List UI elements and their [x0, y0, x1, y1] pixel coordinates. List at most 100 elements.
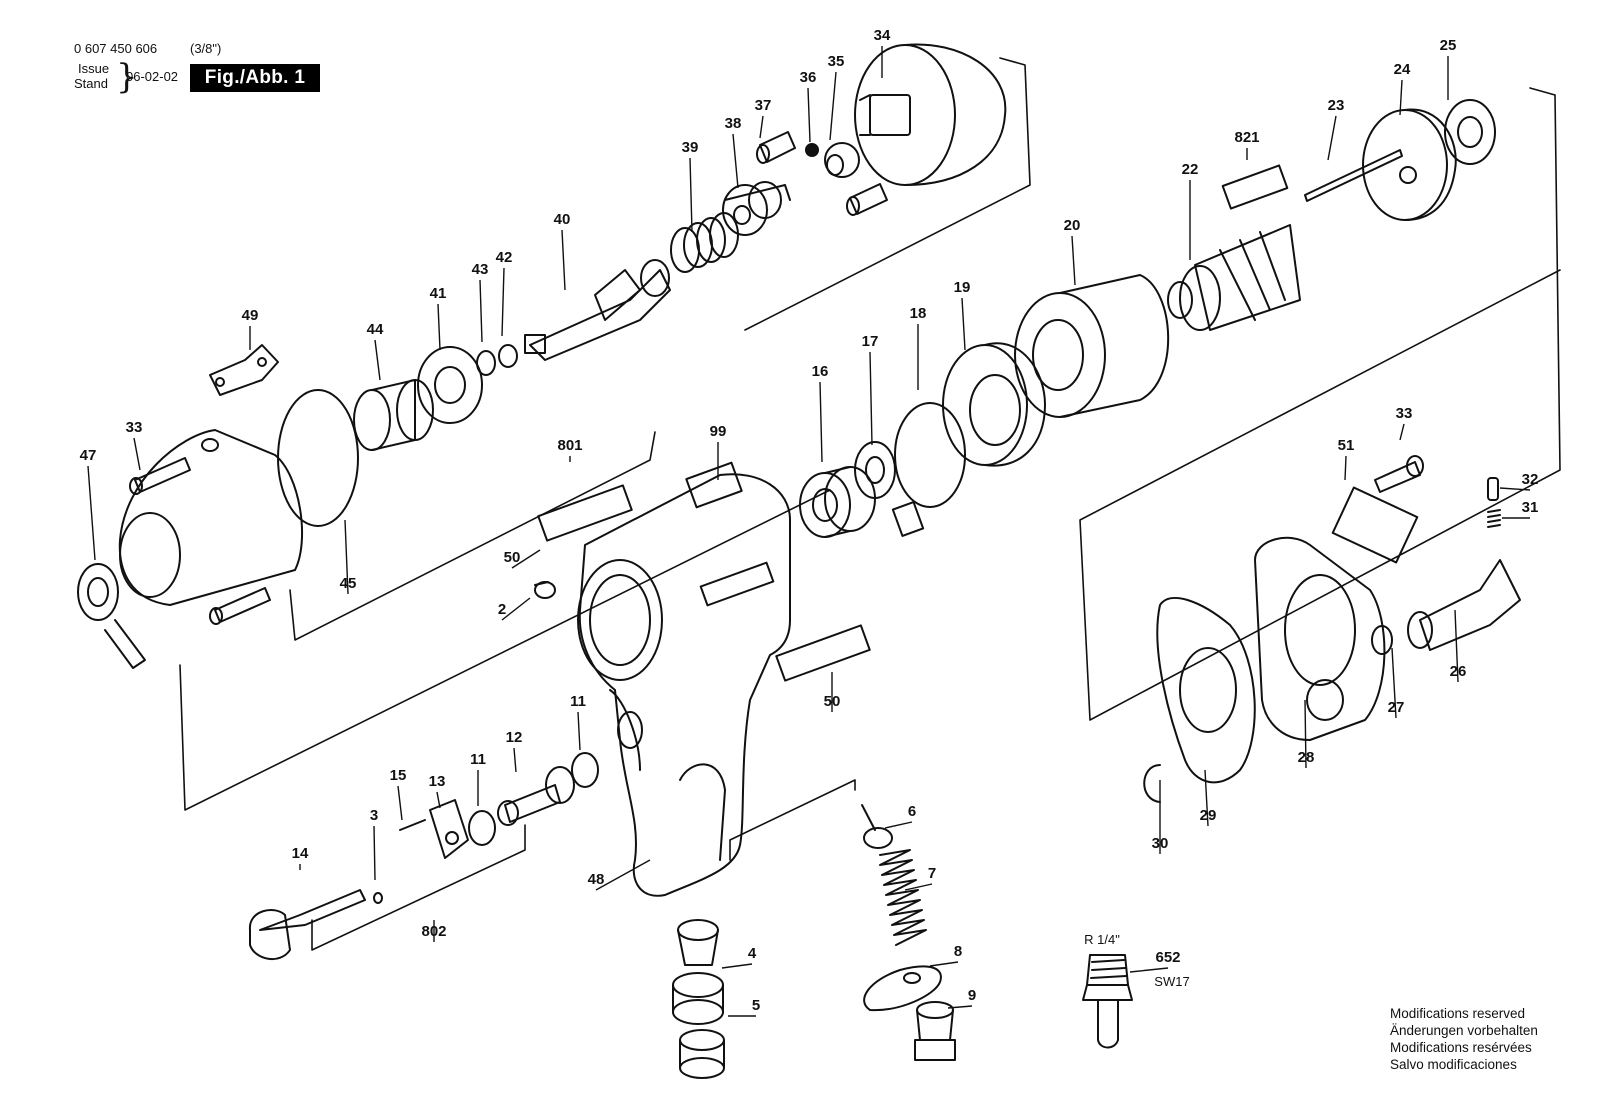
- leader-line: [87, 465, 96, 561]
- part-number: 0 607 450 606: [74, 41, 158, 56]
- callout-number: 40: [554, 211, 571, 228]
- part-48-housing: [577, 473, 791, 897]
- callout-number: 51: [1338, 437, 1355, 454]
- callout-26: 26: [1450, 609, 1466, 683]
- leader-line: [929, 961, 959, 967]
- callout-number: 8: [954, 943, 962, 960]
- callout-801: 801: [557, 437, 583, 462]
- callout-number: 11: [570, 693, 586, 710]
- size-spec: (3/8"): [190, 41, 222, 56]
- connector-wrench-label: SW17: [1154, 974, 1189, 989]
- callout-number: 801: [557, 437, 582, 454]
- callout-number: 9: [968, 987, 976, 1004]
- callout-number: 4: [748, 945, 757, 962]
- part-42-ring: [498, 344, 518, 368]
- callout-48: 48: [588, 859, 651, 891]
- leader-line: [1391, 647, 1397, 719]
- leader-line: [133, 437, 141, 471]
- callout-number: 2: [498, 601, 506, 618]
- part-19-rear-plate: [942, 342, 1046, 467]
- callout-51: 51: [1338, 437, 1355, 481]
- leader-line: [869, 351, 873, 446]
- callout-821: 821: [1234, 129, 1260, 160]
- callout-24: 24: [1394, 61, 1411, 116]
- notice-line-en: Modifications reserved: [1390, 1006, 1526, 1021]
- callout-number: 34: [874, 27, 891, 44]
- callout-18: 18: [910, 305, 926, 390]
- leader-line: [1071, 235, 1076, 286]
- part-20-cylinder: [1014, 274, 1170, 418]
- callout-11: 11: [570, 693, 586, 751]
- callout-44: 44: [367, 321, 384, 381]
- callout-42: 42: [496, 249, 512, 337]
- part-51-label: [1331, 486, 1419, 564]
- callout-number: 47: [80, 447, 97, 464]
- leader-line: [479, 279, 483, 343]
- callout-9: 9: [947, 987, 976, 1009]
- callout-33: 33: [126, 419, 142, 471]
- callout-49: 49: [242, 307, 258, 350]
- part-11-oring-b: [468, 810, 496, 846]
- part-24-plate: [1362, 108, 1457, 221]
- callout-number: 14: [292, 845, 309, 862]
- part-25-bearing: [1444, 99, 1496, 165]
- part-14-trigger: [248, 889, 366, 960]
- issue-date: 06-02-02: [126, 69, 179, 84]
- callout-6: 6: [884, 803, 916, 829]
- callout-25: 25: [1440, 37, 1456, 100]
- callout-30: 30: [1152, 780, 1168, 854]
- leader-line: [1344, 455, 1347, 481]
- part-34-clutch-housing: [854, 43, 1007, 186]
- figure-label: Fig./Abb. 1: [190, 64, 320, 92]
- callout-3: 3: [370, 807, 378, 881]
- callout-number: 33: [1396, 405, 1413, 422]
- callout-27: 27: [1388, 647, 1404, 719]
- leader-line: [344, 519, 349, 595]
- part-26-valve: [1407, 559, 1521, 651]
- notice-line-fr: Modifications resérvées: [1390, 1040, 1532, 1055]
- part-drawings: [77, 43, 1561, 1079]
- callout-12: 12: [506, 729, 522, 773]
- callout-number: 6: [908, 803, 916, 820]
- callout-40: 40: [554, 211, 571, 291]
- assembly-frames: [179, 57, 1561, 951]
- callout-4: 4: [721, 945, 757, 969]
- part-50-label-bottom: [775, 624, 871, 682]
- leader-line: [829, 71, 837, 141]
- connector-annotations: R 1/4" SW17: [1084, 932, 1190, 989]
- stand-label: Stand: [74, 76, 108, 91]
- part-99-plate: [685, 461, 743, 509]
- brace-glyph: }: [116, 57, 138, 97]
- leader-line: [1327, 115, 1337, 161]
- callout-99: 99: [710, 423, 727, 480]
- leader-line: [501, 597, 531, 621]
- part-33-screw-rear: [1374, 455, 1424, 493]
- part-30-ring: [1143, 764, 1161, 803]
- callout-32: 32: [1499, 471, 1538, 491]
- part-652-nipple: [1082, 954, 1133, 1049]
- callout-number: 821: [1234, 129, 1259, 146]
- callout-8: 8: [929, 943, 962, 967]
- leader-line: [904, 883, 933, 891]
- callout-number: 11: [470, 751, 486, 768]
- leader-line: [819, 381, 823, 463]
- leader-line: [1204, 769, 1209, 827]
- callout-number: 802: [421, 923, 446, 940]
- callout-number: 15: [390, 767, 407, 784]
- part-8-gasket: [863, 965, 942, 1012]
- callout-number: 7: [928, 865, 936, 882]
- part-22-rotor: [1167, 224, 1301, 331]
- part-50-label-top: [537, 484, 633, 542]
- leader-line: [732, 133, 739, 189]
- notice-line-de: Änderungen vorbehalten: [1390, 1023, 1538, 1038]
- leader-line: [689, 157, 693, 233]
- callout-number: 3: [370, 807, 378, 824]
- callout-number: 99: [710, 423, 727, 440]
- part-15-screw: [399, 819, 426, 831]
- callout-5: 5: [728, 997, 760, 1017]
- part-17-washer: [854, 441, 925, 537]
- callout-2: 2: [498, 597, 531, 621]
- leader-line: [501, 267, 505, 337]
- callout-28: 28: [1298, 699, 1314, 769]
